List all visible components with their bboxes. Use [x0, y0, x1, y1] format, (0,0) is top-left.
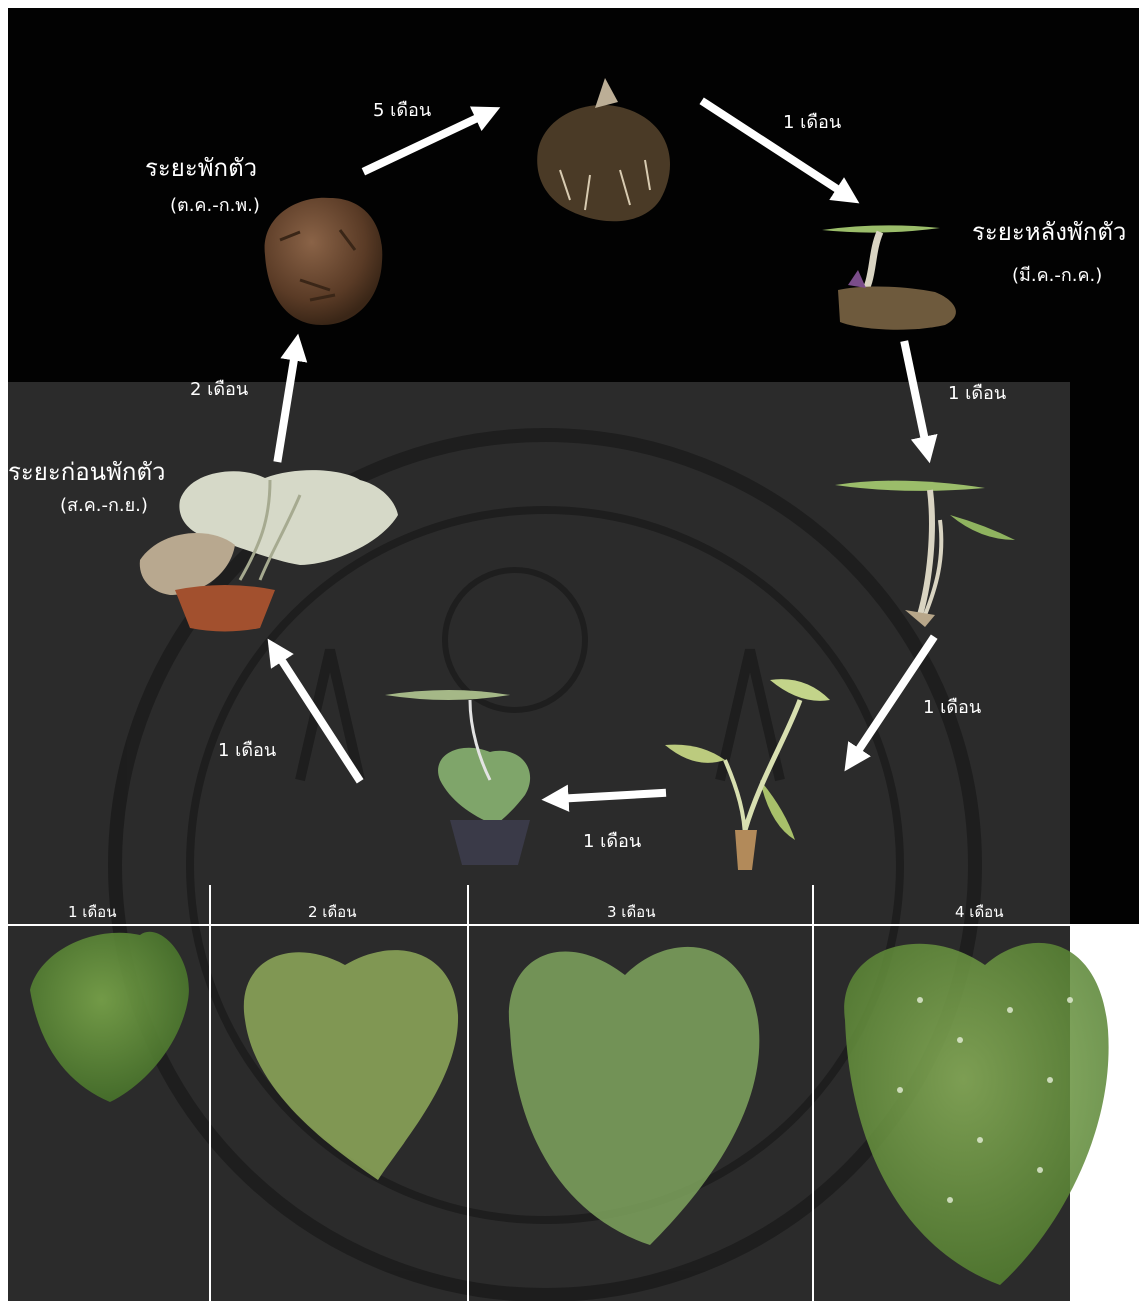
- stage-period-dormant: (ต.ค.-ก.พ.): [170, 190, 260, 219]
- transition-label: 1 เดือน: [583, 826, 641, 855]
- leaf-month-label: 4 เดือน: [955, 900, 1003, 924]
- watermark-seal: [115, 435, 975, 1295]
- pre-dormant-plant-image: [140, 470, 398, 631]
- leaf-month-4-image: [844, 943, 1108, 1285]
- stage-period-post-dormant: (มี.ค.-ก.ค.): [1012, 260, 1102, 289]
- leaf-month-label: 1 เดือน: [68, 900, 116, 924]
- sprouting-tuber-image: [537, 78, 670, 221]
- young-plant-image: [835, 481, 1015, 627]
- stage-title-pre-dormant: ระยะก่อนพักตัว: [8, 452, 166, 491]
- dormant-tuber-image: [265, 198, 383, 325]
- leaf-month-label: 3 เดือน: [607, 900, 655, 924]
- stage-title-dormant: ระยะพักตัว: [145, 148, 257, 187]
- plant-growing-image: [665, 679, 830, 870]
- transition-label: 1 เดือน: [783, 107, 841, 136]
- arrow-young-to-growing: [852, 640, 932, 760]
- seedling-image: [822, 225, 956, 329]
- leaf-month-label: 2 เดือน: [308, 900, 356, 924]
- stage-period-pre-dormant: (ส.ค.-ก.ย.): [60, 490, 148, 519]
- leaf-month-3-image: [509, 947, 759, 1245]
- potted-plant-image: [385, 690, 530, 865]
- arrow-growing-to-potted: [555, 793, 662, 799]
- leaf-month-2-image: [244, 950, 458, 1180]
- transition-label: 1 เดือน: [923, 692, 981, 721]
- stage-title-post-dormant: ระยะหลังพักตัว: [972, 212, 1126, 251]
- transition-label: 2 เดือน: [190, 374, 248, 403]
- transition-label: 1 เดือน: [948, 378, 1006, 407]
- arrow-seedling-to-young: [905, 345, 927, 450]
- arrow-predormant-to-dormant: [278, 347, 296, 458]
- transition-label: 5 เดือน: [373, 95, 431, 124]
- transition-label: 1 เดือน: [218, 735, 276, 764]
